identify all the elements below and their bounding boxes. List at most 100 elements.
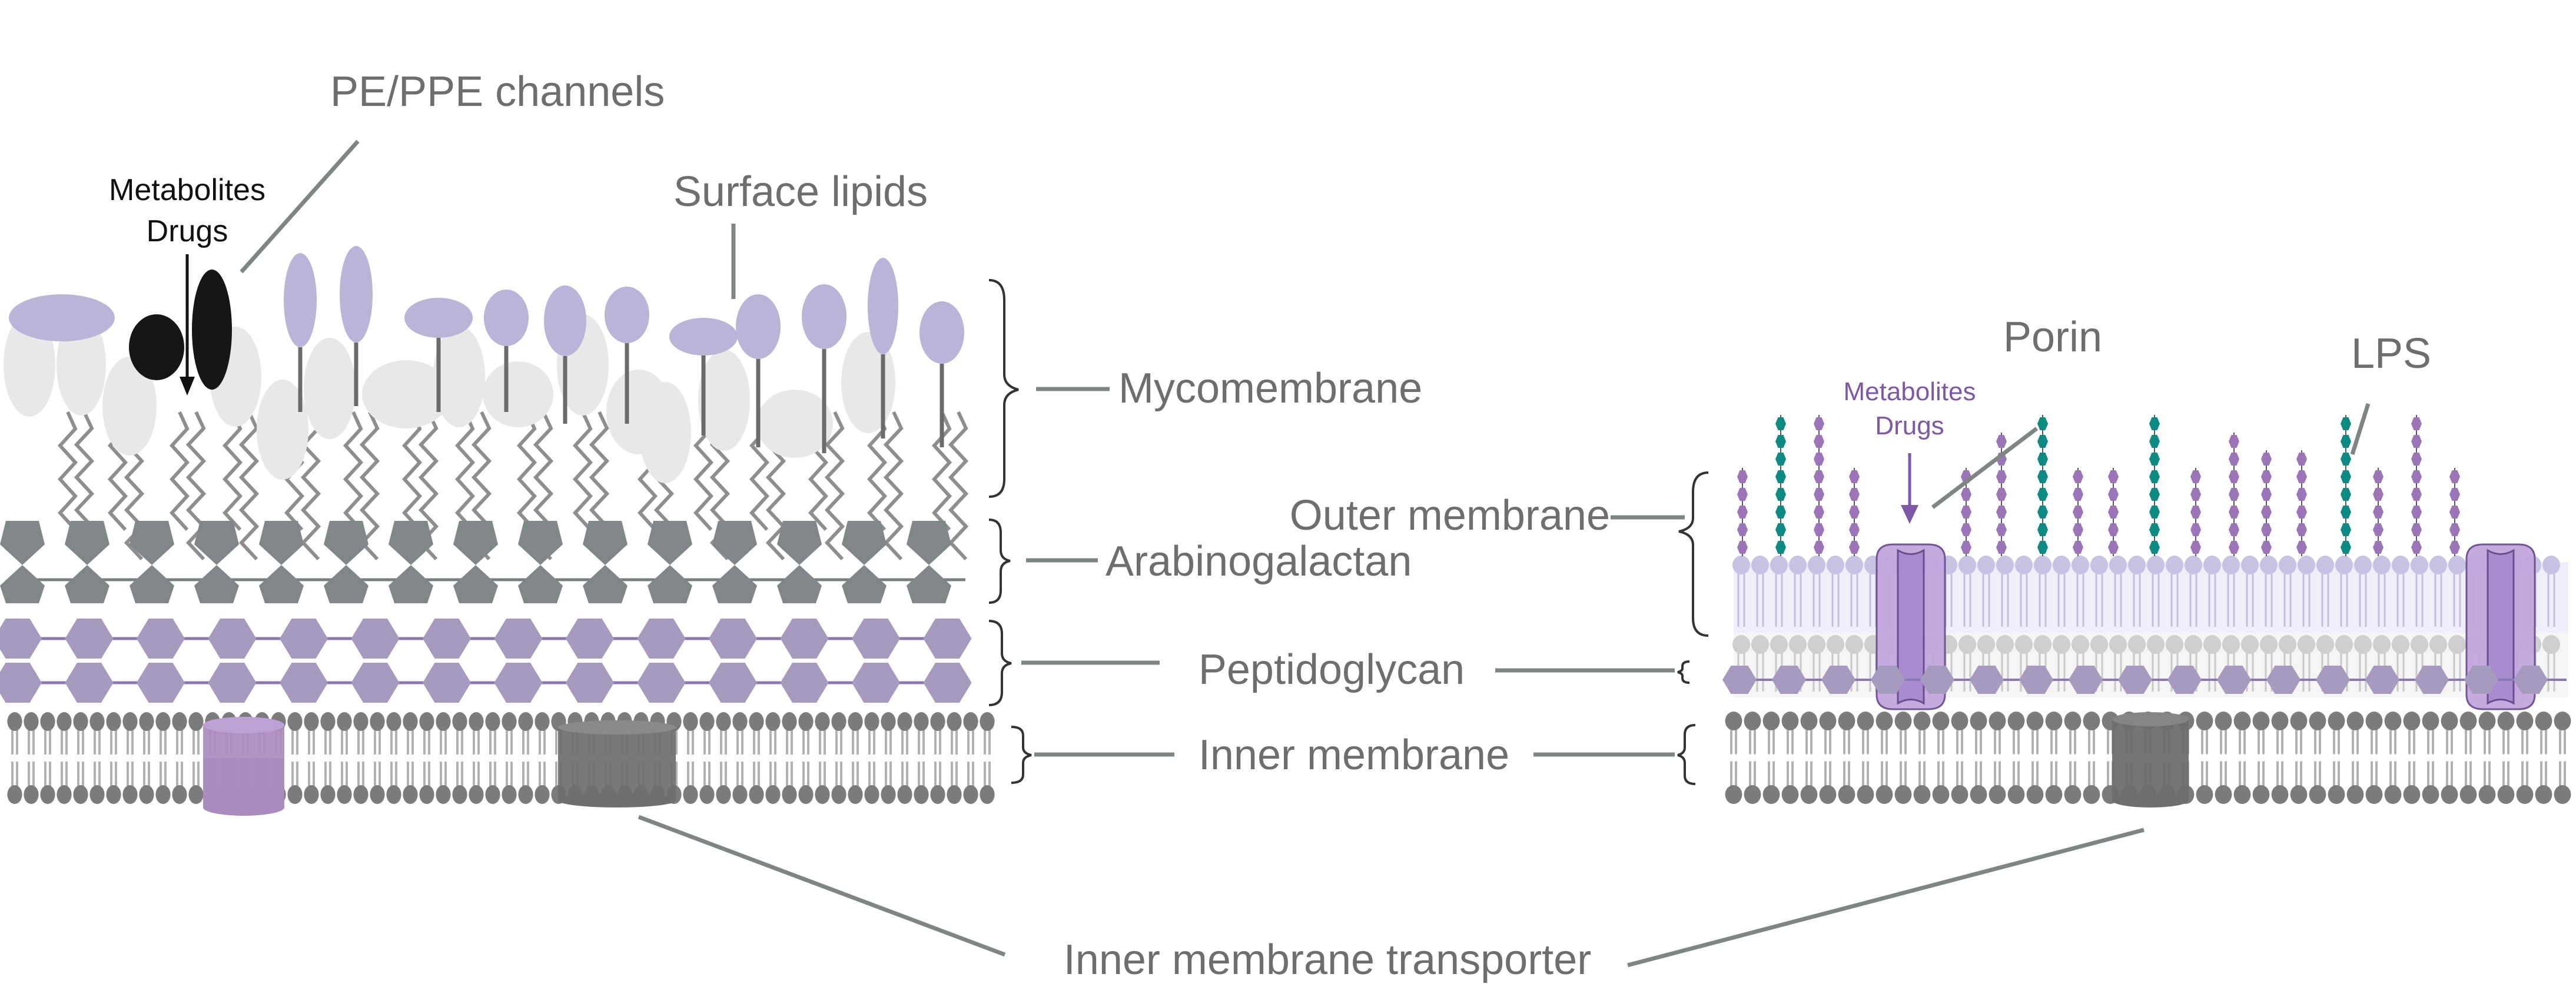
lipid-head — [502, 785, 517, 804]
lipid-head — [535, 785, 550, 804]
peptidoglycan-unit — [852, 619, 900, 659]
lipid-head — [2373, 635, 2391, 654]
lipid-head — [963, 785, 978, 804]
lps-sugar — [1849, 470, 1860, 483]
lps-sugar — [2373, 470, 2384, 483]
lipid-head — [2045, 785, 2063, 804]
lps-sugar — [1775, 435, 1786, 448]
arabinogalactan-sugar — [130, 565, 174, 603]
arabinogalactan-sugar — [0, 565, 45, 603]
lipid-head — [2045, 712, 2063, 730]
lps-sugar — [2037, 470, 2048, 483]
lipid-head — [2422, 712, 2439, 730]
lipid-head — [2478, 712, 2496, 730]
lps-sugar — [2108, 541, 2119, 554]
lipid-head — [2411, 556, 2428, 574]
inner-membrane-bilayer — [7, 712, 995, 816]
lps-sugar — [2341, 417, 2351, 430]
mycomembrane-lipid-head — [433, 326, 485, 427]
arabinogalactan-sugar — [583, 565, 628, 603]
peptidoglycan-unit — [2118, 666, 2152, 694]
lipid-head — [304, 785, 319, 804]
mycolic-acid-tail — [454, 411, 476, 531]
lipid-head — [2298, 556, 2315, 574]
drugs-label-right: Drugs — [1875, 411, 1944, 440]
inner-membrane-bilayer-right — [1725, 712, 2571, 807]
lps-sugar — [2037, 453, 2048, 466]
surface-lipid-head — [484, 290, 529, 346]
lipid-head — [2072, 635, 2089, 654]
lipid-head — [2034, 556, 2051, 574]
lps-sugar — [2229, 523, 2239, 536]
lps-sugar — [1996, 435, 2007, 448]
lps-sugar — [2037, 523, 2048, 536]
arabinogalactan-sugar — [712, 565, 757, 603]
lipid-head — [2064, 785, 2082, 804]
lps-sugar — [2149, 417, 2160, 430]
lps-sugar — [2449, 488, 2460, 501]
lps-sugar — [1775, 541, 1786, 554]
peptidoglycan-unit — [494, 619, 543, 659]
peptidoglycan-unit — [137, 663, 185, 703]
arabinogalactan-sugar — [130, 521, 174, 565]
inner-membrane-transporter-purple — [203, 758, 284, 806]
lipid-head — [1819, 712, 1837, 730]
lipid-head — [2222, 635, 2240, 654]
lipid-head — [2554, 785, 2571, 804]
lps-sugar — [1737, 470, 1748, 483]
lps-sugar — [1775, 523, 1786, 536]
lipid-head — [1932, 785, 1950, 804]
porin-pore — [1897, 549, 1925, 705]
lipid-head — [897, 785, 912, 804]
lipid-head — [1800, 785, 1818, 804]
lipid-head — [2316, 635, 2334, 654]
lipid-head — [2328, 785, 2345, 804]
lipid-head — [963, 712, 978, 731]
mycomembrane-lipid-head — [756, 390, 833, 458]
lipid-head — [2260, 556, 2278, 574]
lipid-head — [1977, 635, 1995, 654]
lps-sugar — [1737, 523, 1748, 536]
lps-sugar — [2108, 470, 2119, 483]
lps-sugar — [2108, 506, 2119, 519]
lipid-head — [89, 712, 105, 731]
lipid-head — [89, 785, 105, 804]
mycomembrane-lipid-head — [304, 338, 356, 439]
lipid-head — [864, 712, 879, 731]
lipid-head — [2411, 635, 2428, 654]
mycolic-acid-tail — [222, 411, 243, 531]
peptidoglycan-unit — [423, 663, 471, 703]
arabinogalactan-sugar — [324, 521, 369, 565]
lps-sugar — [2373, 506, 2384, 519]
surface-lipid-head — [802, 284, 847, 349]
lipid-head — [73, 712, 88, 731]
lipid-head — [782, 712, 797, 731]
lipid-head — [2478, 785, 2496, 804]
lipid-head — [2403, 785, 2421, 804]
arabinogalactan-sugar — [907, 565, 951, 603]
peptidoglycan-unit — [637, 663, 686, 703]
lipid-head — [2497, 785, 2515, 804]
lipid-head — [2346, 712, 2364, 730]
lipid-head — [2384, 712, 2402, 730]
peptidoglycan-unit — [2415, 666, 2449, 694]
lps-sugar — [2108, 523, 2119, 536]
peptidoglycan-label: Peptidoglycan — [1199, 646, 1465, 693]
lps-sugar — [1814, 470, 1824, 483]
lipid-head — [1744, 785, 1761, 804]
peptidoglycan-unit — [1722, 666, 1757, 694]
lipid-head — [1894, 712, 1912, 730]
lps-sugar — [2411, 470, 2422, 483]
lipid-head — [2384, 785, 2402, 804]
lipid-head — [1894, 785, 1912, 804]
mycolic-acid-tail — [343, 411, 364, 531]
peptidoglycan-unit — [0, 663, 42, 703]
lps-sugar — [2073, 541, 2083, 554]
lipid-head — [502, 712, 517, 731]
lps-sugar — [1849, 506, 1860, 519]
lipid-head — [1996, 635, 2014, 654]
lps-sugar — [2190, 470, 2201, 483]
lps-sugar — [1737, 506, 1748, 519]
lps-sugar — [1814, 506, 1824, 519]
